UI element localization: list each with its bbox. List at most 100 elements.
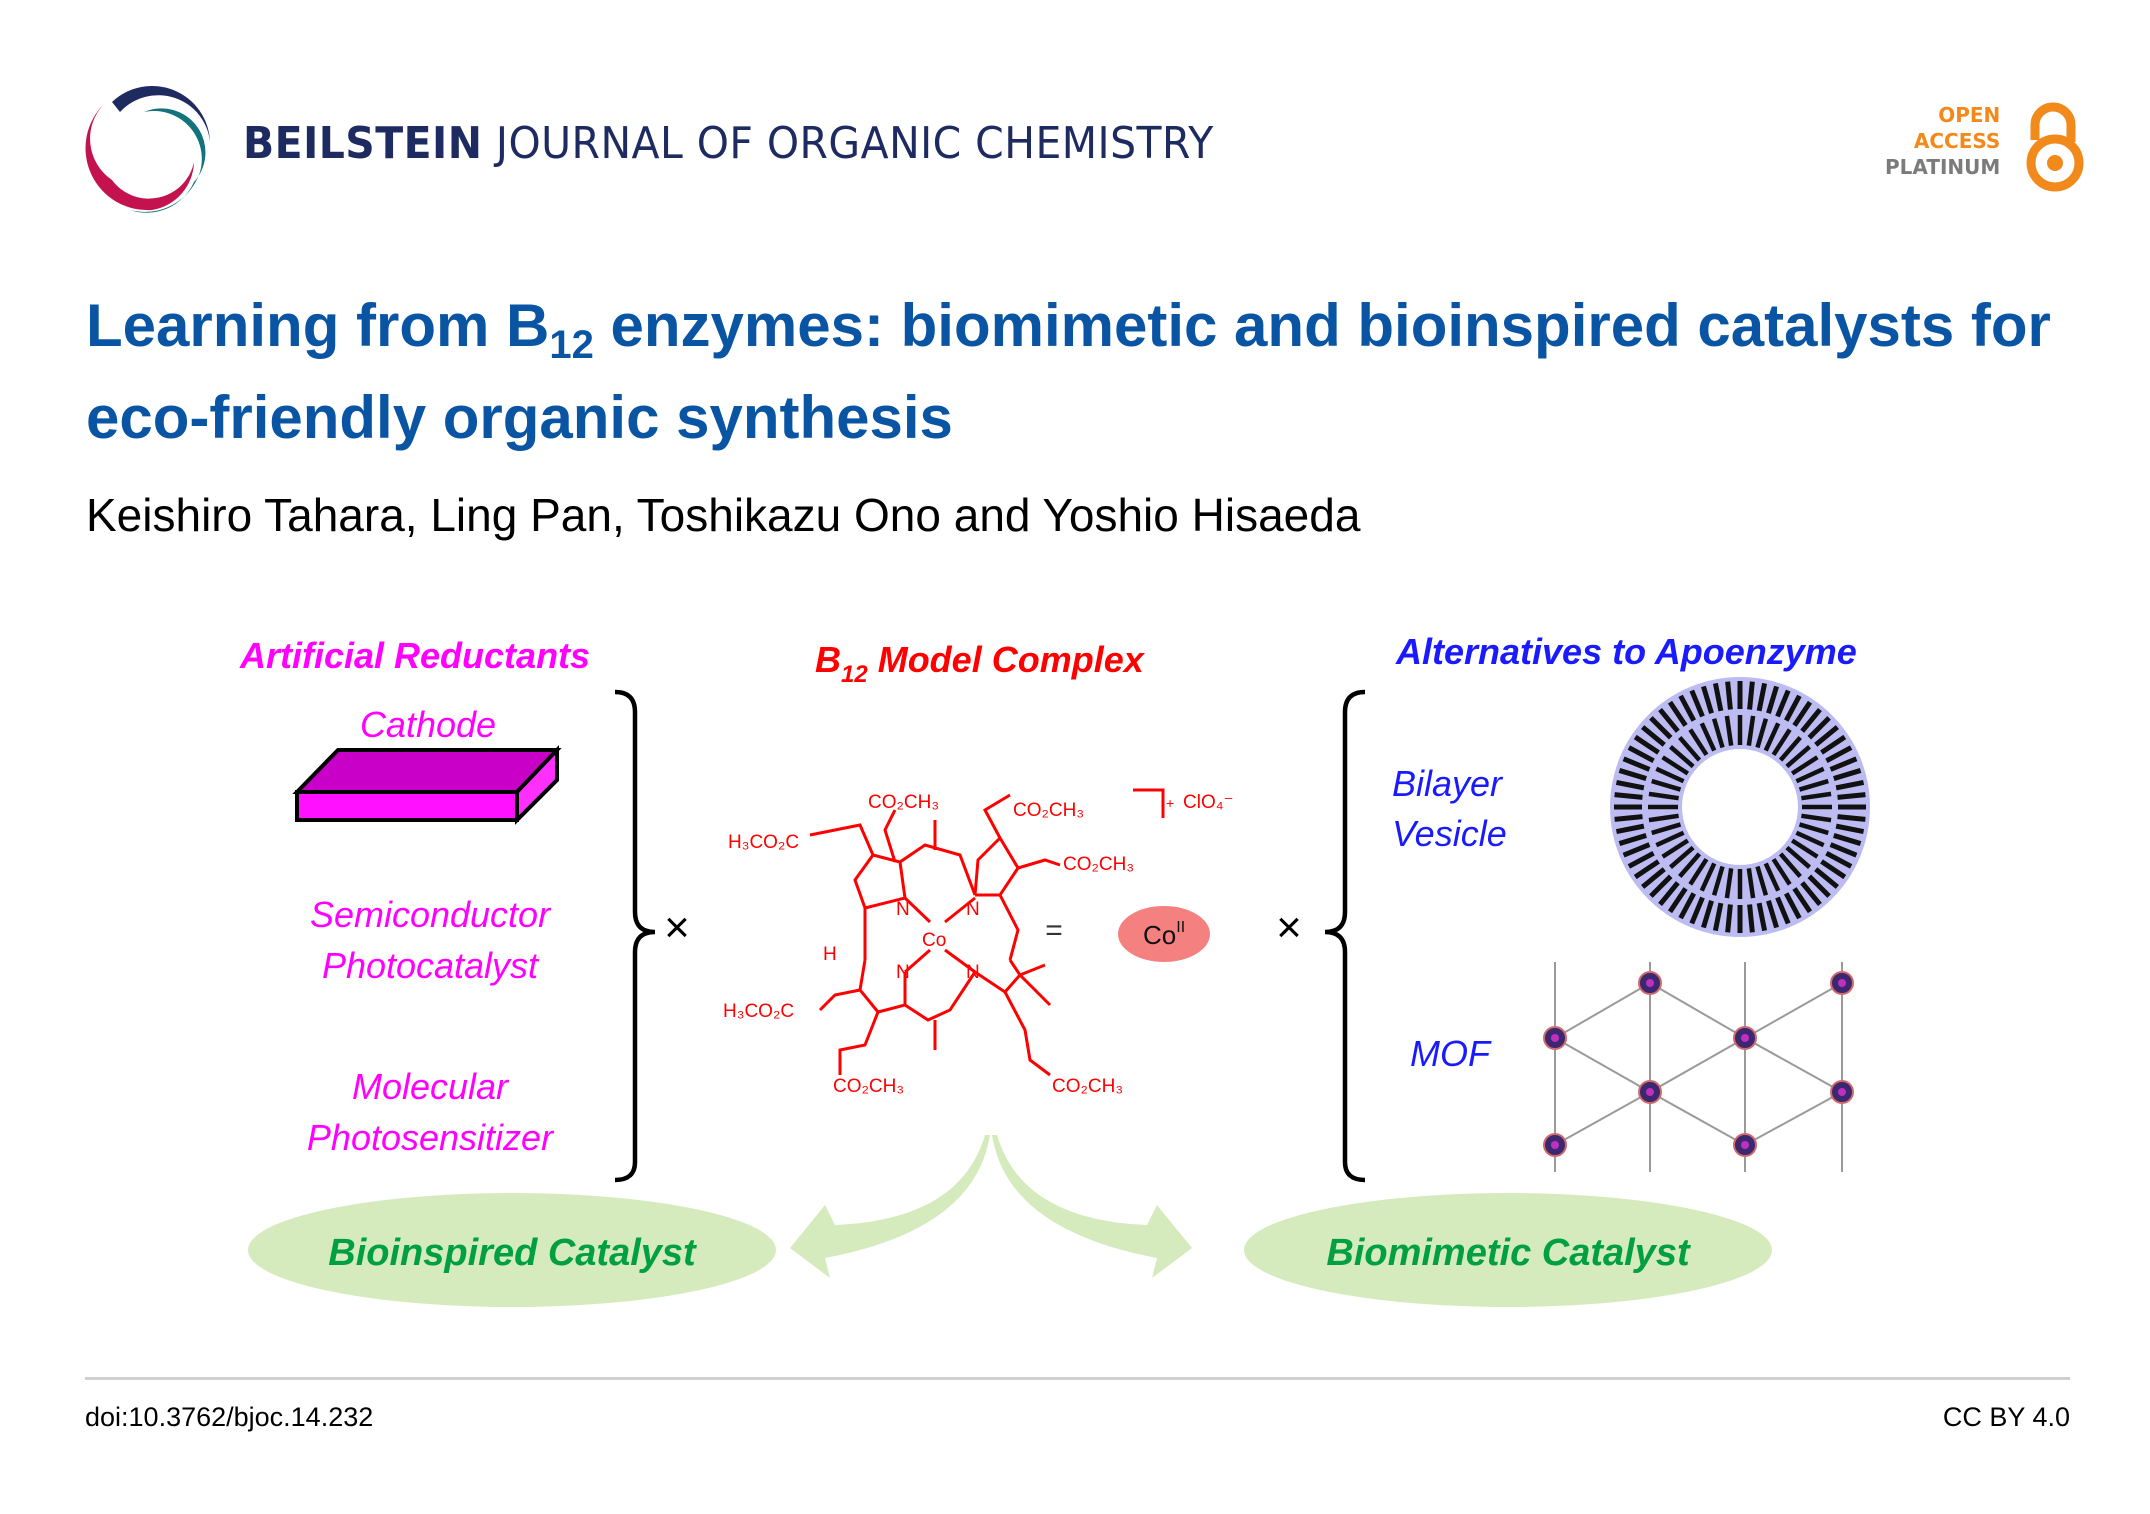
title-text-1: Learning from B bbox=[86, 292, 550, 359]
lipid-mark bbox=[1756, 682, 1768, 712]
lipid-mark bbox=[1655, 830, 1685, 848]
journal-name[interactable]: BEILSTEIN JOURNAL OF ORGANIC CHEMISTRY bbox=[243, 118, 1214, 169]
beilstein-logo-icon bbox=[85, 85, 210, 213]
lipid-mark bbox=[1795, 766, 1825, 784]
lipid-mark bbox=[1649, 874, 1673, 898]
lipid-mark bbox=[1725, 904, 1733, 933]
svg-text:ClO₄⁻: ClO₄⁻ bbox=[1183, 792, 1234, 813]
arrow-to-bioinspired bbox=[790, 1135, 990, 1278]
article-title: Learning from B12 enzymes: biomimetic an… bbox=[86, 280, 2066, 464]
svg-text:H₃CO₂C: H₃CO₂C bbox=[728, 832, 799, 853]
cobalt-label: CoII bbox=[1143, 919, 1185, 950]
lipid-mark bbox=[1618, 768, 1647, 781]
mof-linker bbox=[1649, 1037, 1746, 1093]
graphical-abstract: Artificial Reductants Cathode Semiconduc… bbox=[239, 631, 1870, 1307]
mof-metal-core bbox=[1741, 1034, 1749, 1042]
badge-line-access: ACCESS bbox=[1913, 129, 2001, 153]
lipid-mark bbox=[1766, 685, 1779, 714]
lipid-mark bbox=[1825, 745, 1853, 764]
authors: Keishiro Tahara, Ling Pan, Toshikazu Ono… bbox=[86, 489, 1361, 541]
lipid-mark bbox=[1837, 814, 1866, 822]
lipid-mark bbox=[1756, 902, 1768, 932]
lipid-mark bbox=[1615, 823, 1645, 835]
lipid-mark bbox=[1615, 779, 1645, 791]
svg-text:+: + bbox=[1166, 795, 1174, 811]
license-link[interactable]: CC BY 4.0 bbox=[1942, 1402, 2070, 1432]
lipid-mark bbox=[1651, 778, 1682, 792]
mof-metal-core bbox=[1838, 979, 1846, 987]
lipid-mark bbox=[1783, 892, 1802, 920]
lipid-mark bbox=[1627, 850, 1655, 869]
svg-text:N: N bbox=[896, 899, 910, 920]
lipid-mark bbox=[1798, 822, 1829, 836]
lipid-mark bbox=[1678, 892, 1697, 920]
lipid-mark bbox=[1661, 755, 1690, 776]
label-molecular: Molecular bbox=[352, 1066, 510, 1107]
svg-text:Co: Co bbox=[922, 930, 946, 951]
lipid-mark bbox=[1747, 681, 1755, 710]
lipid-mark bbox=[1835, 779, 1865, 791]
lipid-mark bbox=[1814, 867, 1839, 889]
b12-model-complex-structure bbox=[809, 788, 1165, 1077]
svg-text:N: N bbox=[966, 962, 980, 983]
lipid-mark bbox=[1648, 791, 1679, 801]
lipid-mark bbox=[1711, 865, 1725, 896]
mof-linker bbox=[1649, 1091, 1746, 1146]
lipid-mark bbox=[1724, 715, 1734, 746]
lipid-mark bbox=[1614, 814, 1643, 822]
svg-text:CO₂CH₃: CO₂CH₃ bbox=[1063, 854, 1134, 875]
lipid-mark bbox=[1755, 718, 1769, 749]
lipid-mark bbox=[1622, 756, 1651, 772]
mof-metal-core bbox=[1646, 979, 1654, 987]
mof-linker bbox=[1744, 982, 1843, 1039]
open-access-badge: OPEN ACCESS PLATINUM bbox=[1885, 102, 2000, 180]
badge-line-platinum: PLATINUM bbox=[1885, 155, 2001, 179]
lipid-mark bbox=[1648, 813, 1679, 823]
center-heading: B12 Model Complex bbox=[815, 639, 1146, 688]
lipid-mark bbox=[1655, 766, 1685, 784]
svg-text:N: N bbox=[966, 899, 980, 920]
lipid-mark bbox=[1678, 735, 1702, 762]
lipid-mark bbox=[1785, 745, 1812, 769]
times-symbol-right: × bbox=[1276, 903, 1302, 952]
lipid-mark bbox=[1771, 728, 1792, 757]
times-symbol-left: × bbox=[664, 903, 690, 952]
lipid-mark bbox=[1800, 881, 1822, 906]
bioinspired-label: Bioinspired Catalyst bbox=[328, 1232, 697, 1274]
lipid-mark bbox=[1699, 862, 1717, 892]
lipid-mark bbox=[1807, 716, 1831, 740]
lipid-mark bbox=[1658, 708, 1680, 733]
bilayer-vesicle-illustration bbox=[1610, 677, 1870, 937]
footer-divider bbox=[85, 1377, 2070, 1380]
lipid-mark bbox=[1668, 845, 1695, 869]
lipid-mark bbox=[1792, 700, 1813, 727]
mof-linker bbox=[1744, 1037, 1843, 1093]
lipid-mark bbox=[1641, 725, 1666, 747]
lipid-mark bbox=[1775, 689, 1791, 718]
left-brace bbox=[614, 689, 656, 1183]
lipid-mark bbox=[1801, 813, 1832, 823]
svg-text:N: N bbox=[896, 962, 910, 983]
doi-link[interactable]: doi:10.3762/bjoc.14.232 bbox=[85, 1402, 374, 1432]
mof-metal-core bbox=[1646, 1088, 1654, 1096]
svg-text:CO₂CH₃: CO₂CH₃ bbox=[868, 792, 939, 813]
right-brace bbox=[1324, 689, 1366, 1183]
lipid-mark bbox=[1766, 900, 1779, 929]
mof-metal-core bbox=[1551, 1141, 1559, 1149]
badge-line-open: OPEN bbox=[1938, 103, 2001, 127]
lipid-mark bbox=[1668, 745, 1695, 769]
lipid-mark bbox=[1783, 694, 1802, 722]
lipid-mark bbox=[1622, 842, 1651, 858]
lipid-mark bbox=[1699, 722, 1717, 752]
lipid-mark bbox=[1688, 857, 1709, 886]
lipid-mark bbox=[1763, 862, 1781, 892]
label-semiconductor: Semiconductor bbox=[310, 894, 552, 935]
lipid-mark bbox=[1778, 852, 1802, 879]
lipid-mark bbox=[1689, 896, 1705, 925]
svg-text:CO₂CH₃: CO₂CH₃ bbox=[833, 1076, 904, 1097]
cobalt-center-ellipse bbox=[1118, 906, 1210, 962]
mof-linker bbox=[1744, 1091, 1843, 1146]
bioinspired-ellipse bbox=[248, 1193, 776, 1307]
lipid-mark bbox=[1667, 887, 1688, 914]
lipid-mark bbox=[1814, 725, 1839, 747]
